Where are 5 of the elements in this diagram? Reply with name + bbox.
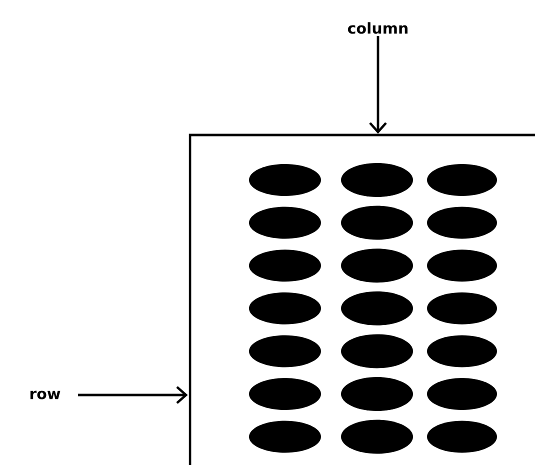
- arrow: [369, 36, 387, 134]
- arrow: [78, 386, 188, 404]
- label: column: [348, 22, 408, 34]
- label: row: [30, 390, 60, 400]
- box-outline: [188, 134, 535, 465]
